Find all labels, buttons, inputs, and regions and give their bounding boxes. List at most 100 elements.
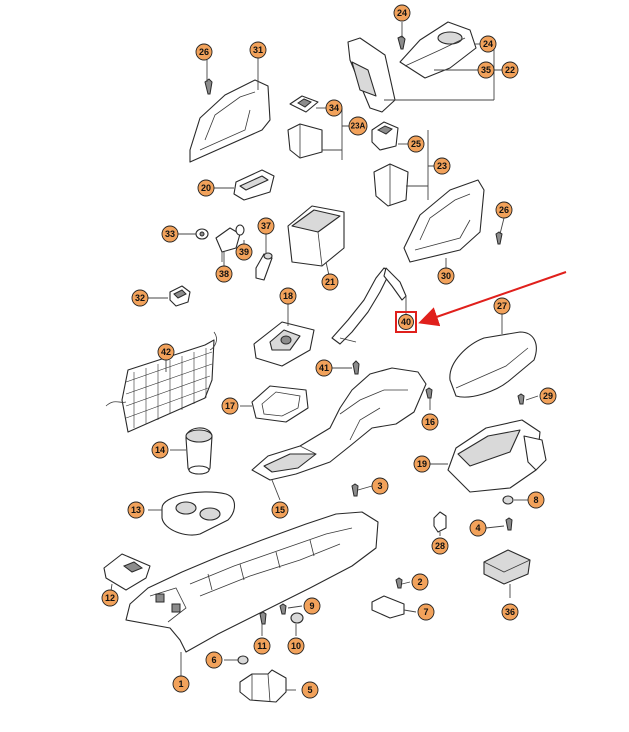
callout-12[interactable]: 12	[101, 589, 119, 607]
callout-39[interactable]: 39	[235, 243, 253, 261]
svg-text:36: 36	[505, 607, 515, 617]
part-17-trim-bezel	[251, 385, 309, 423]
callout-38[interactable]: 38	[215, 265, 233, 283]
svg-text:37: 37	[261, 221, 271, 231]
svg-text:6: 6	[211, 655, 216, 665]
callout-26-right[interactable]: 26	[495, 201, 513, 219]
callout-37[interactable]: 37	[257, 217, 275, 235]
callout-8[interactable]: 8	[527, 491, 545, 509]
callout-18[interactable]: 18	[279, 287, 297, 305]
callout-17[interactable]: 17	[221, 397, 239, 415]
svg-text:21: 21	[325, 277, 335, 287]
part-42-cargo-net	[105, 331, 217, 433]
callout-35[interactable]: 35	[477, 61, 495, 79]
svg-text:2: 2	[417, 577, 422, 587]
part-14-cup-holder-insert	[185, 427, 213, 475]
callout-11[interactable]: 11	[253, 637, 271, 655]
part-15-console-upper-trim	[251, 367, 427, 481]
svg-text:23A: 23A	[351, 122, 366, 131]
callout-25[interactable]: 25	[407, 135, 425, 153]
callout-21[interactable]: 21	[321, 273, 339, 291]
part-38-lamp-socket	[215, 227, 241, 262]
part-34-cup-insert	[289, 95, 319, 113]
callout-33[interactable]: 33	[161, 225, 179, 243]
screw-26-right	[495, 231, 503, 245]
highlight-arrow	[418, 271, 567, 327]
callout-10[interactable]: 10	[287, 637, 305, 655]
svg-text:14: 14	[155, 445, 165, 455]
callout-5[interactable]: 5	[301, 681, 319, 699]
screw-2	[395, 577, 403, 589]
callout-28[interactable]: 28	[431, 537, 449, 555]
svg-text:27: 27	[497, 301, 507, 311]
callout-4[interactable]: 4	[469, 519, 487, 537]
callout-41[interactable]: 41	[315, 359, 333, 377]
part-32-switch	[169, 285, 191, 307]
callout-3[interactable]: 3	[371, 477, 389, 495]
part-18-shift-boot-bezel	[253, 321, 315, 367]
callout-36[interactable]: 36	[501, 603, 519, 621]
callout-42[interactable]: 42	[157, 343, 175, 361]
callout-14[interactable]: 14	[151, 441, 169, 459]
svg-text:26: 26	[199, 47, 209, 57]
callout-6[interactable]: 6	[205, 651, 223, 669]
callout-23[interactable]: 23	[433, 157, 451, 175]
callout-23A[interactable]: 23A	[348, 116, 368, 136]
callout-32[interactable]: 32	[131, 289, 149, 307]
part-12-switch-cover	[103, 553, 151, 591]
part-30-side-trim-panel	[403, 179, 485, 263]
leader-lines	[109, 22, 539, 691]
part-21-storage-box	[287, 205, 345, 267]
callout-34[interactable]: 34	[325, 99, 343, 117]
part-37-sleeve	[255, 252, 273, 281]
part-13-cup-holder-tray	[161, 491, 236, 536]
callout-22[interactable]: 22	[501, 61, 519, 79]
svg-text:41: 41	[319, 363, 329, 373]
part-39-bulb	[235, 224, 245, 236]
svg-text:17: 17	[225, 401, 235, 411]
screw-16	[425, 387, 433, 399]
callout-29[interactable]: 29	[539, 387, 557, 405]
callout-2[interactable]: 2	[411, 573, 429, 591]
callout-24-right[interactable]: 24	[479, 35, 497, 53]
svg-text:8: 8	[533, 495, 538, 505]
screw-4	[505, 517, 513, 531]
callout-30[interactable]: 30	[437, 267, 455, 285]
screw-11	[259, 611, 267, 625]
callout-24-top[interactable]: 24	[393, 4, 411, 22]
svg-text:29: 29	[543, 391, 553, 401]
callout-26-left[interactable]: 26	[195, 43, 213, 61]
part-8-nut	[502, 495, 514, 505]
callout-1[interactable]: 1	[172, 675, 190, 693]
callout-20[interactable]: 20	[197, 179, 215, 197]
callout-16[interactable]: 16	[421, 413, 439, 431]
svg-text:18: 18	[283, 291, 293, 301]
svg-text:34: 34	[329, 103, 339, 113]
screw-26-left	[204, 78, 213, 95]
part-40-trim-strip	[331, 267, 407, 345]
screws	[204, 35, 525, 625]
part-10-cap	[290, 612, 304, 624]
svg-text:4: 4	[475, 523, 480, 533]
part-33-clip	[195, 228, 209, 240]
svg-text:38: 38	[219, 269, 229, 279]
callout-40-highlighted[interactable]: 40	[395, 311, 417, 333]
callout-15[interactable]: 15	[271, 501, 289, 519]
svg-text:13: 13	[131, 505, 141, 515]
callout-13[interactable]: 13	[127, 501, 145, 519]
callout-9[interactable]: 9	[303, 597, 321, 615]
callout-27[interactable]: 27	[493, 297, 511, 315]
svg-text:20: 20	[201, 183, 211, 193]
svg-text:25: 25	[411, 139, 421, 149]
highlight-box	[395, 311, 417, 333]
callout-7[interactable]: 7	[417, 603, 435, 621]
svg-text:9: 9	[309, 601, 314, 611]
svg-text:33: 33	[165, 229, 175, 239]
part-36-rubber-mat	[483, 549, 531, 585]
callout-31[interactable]: 31	[249, 41, 267, 59]
callout-19[interactable]: 19	[413, 455, 431, 473]
screw-29	[517, 393, 525, 405]
svg-text:24: 24	[483, 39, 493, 49]
svg-text:30: 30	[441, 271, 451, 281]
